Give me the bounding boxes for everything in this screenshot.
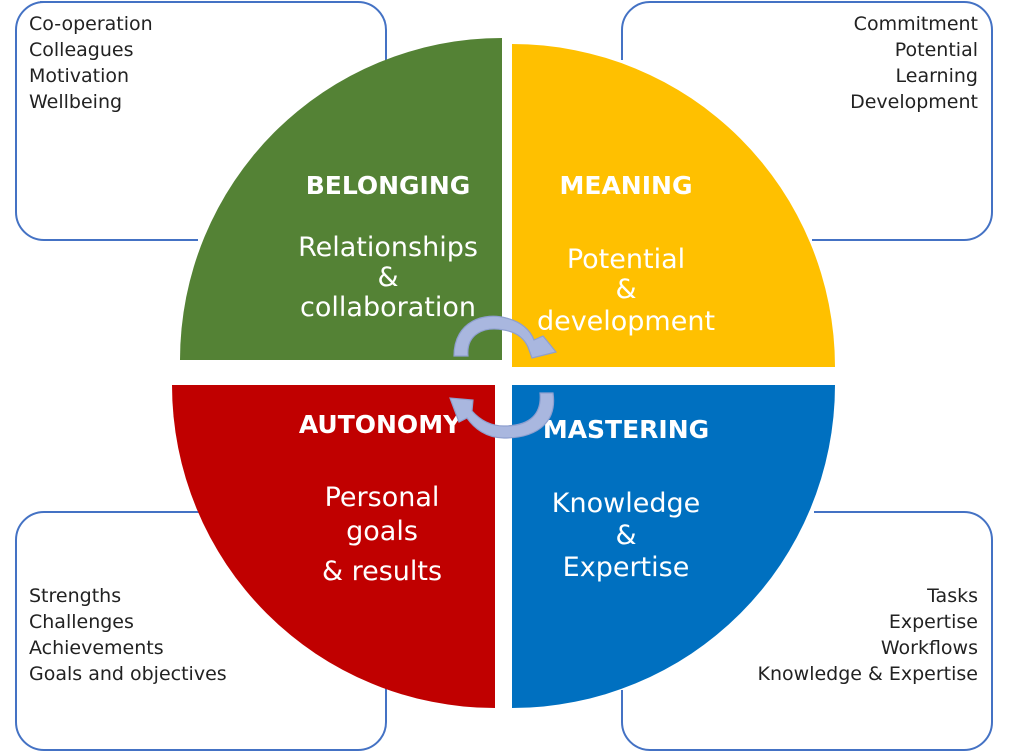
meaning-line-1: Potential bbox=[567, 244, 685, 275]
meaning-title: MEANING bbox=[560, 171, 693, 200]
list-item: Expertise bbox=[888, 611, 978, 633]
list-item: Motivation bbox=[29, 65, 130, 87]
list-item: Wellbeing bbox=[29, 91, 123, 113]
mastering-line-2: & bbox=[615, 520, 636, 551]
mastering-line-1: Knowledge bbox=[552, 488, 700, 519]
quadrant-mastering bbox=[512, 385, 835, 708]
belonging-line-2: & bbox=[377, 262, 398, 293]
list-item: Commitment bbox=[853, 13, 978, 35]
quadrant-belonging bbox=[180, 38, 502, 360]
quadrant-meaning bbox=[512, 44, 835, 367]
meaning-line-2: & bbox=[615, 274, 636, 305]
bottom-right-box bbox=[621, 511, 993, 751]
belonging-line-1: Relationships bbox=[298, 232, 478, 263]
autonomy-title: AUTONOMY bbox=[299, 410, 462, 439]
circular-arrows-icon bbox=[449, 315, 558, 439]
list-item: Achievements bbox=[29, 637, 164, 659]
top-right-list: Commitment Potential Learning Developmen… bbox=[850, 11, 978, 115]
list-item: Tasks bbox=[927, 585, 978, 607]
autonomy-line-2: goals bbox=[346, 516, 418, 547]
bottom-right-list: Tasks Expertise Workflows Knowledge & Ex… bbox=[758, 583, 978, 687]
arrow-top bbox=[453, 315, 558, 359]
list-item: Challenges bbox=[29, 611, 134, 633]
top-right-box bbox=[621, 1, 993, 241]
mastering-line-3: Expertise bbox=[563, 552, 690, 583]
list-item: Colleagues bbox=[29, 39, 134, 61]
list-item: Co-operation bbox=[29, 13, 153, 35]
belonging-title: BELONGING bbox=[306, 171, 471, 200]
autonomy-line-1: Personal bbox=[325, 482, 440, 513]
top-left-list: Co-operation Colleagues Motivation Wellb… bbox=[29, 11, 153, 115]
list-item: Strengths bbox=[29, 585, 122, 607]
list-item: Potential bbox=[894, 39, 978, 61]
arrow-bottom bbox=[449, 392, 555, 439]
autonomy-line-3: & results bbox=[322, 556, 442, 587]
list-item: Development bbox=[850, 91, 978, 113]
meaning-line-3: development bbox=[537, 306, 715, 337]
list-item: Knowledge & Expertise bbox=[757, 663, 978, 685]
mastering-title: MASTERING bbox=[543, 415, 709, 444]
list-item: Learning bbox=[895, 65, 979, 87]
bottom-left-list: Strengths Challenges Achievements Goals … bbox=[29, 583, 227, 687]
belonging-line-3: collaboration bbox=[300, 292, 476, 323]
top-left-box bbox=[15, 1, 387, 241]
list-item: Workflows bbox=[880, 637, 978, 659]
quadrant-autonomy bbox=[172, 385, 495, 708]
bottom-left-box bbox=[15, 511, 387, 751]
list-item: Goals and objectives bbox=[29, 663, 227, 685]
